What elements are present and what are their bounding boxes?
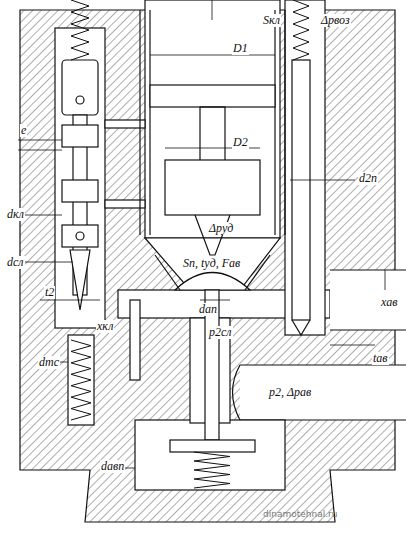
dimension-label: D1: [232, 42, 249, 55]
dimension-label: p2сл: [208, 326, 233, 339]
watermark: dinamotehnal.ru: [262, 508, 338, 521]
dimension-label: dап: [198, 303, 218, 316]
dimension-label: D2: [232, 136, 249, 149]
dimension-label: d2п: [358, 172, 378, 185]
dimension-label: e: [20, 124, 27, 137]
dimension-label: Sкл: [262, 14, 281, 27]
dimension-label: t2: [44, 286, 55, 299]
spring: [71, 340, 91, 420]
dimension-label: Sп, tуд, Fав: [182, 257, 241, 270]
dimension-label: dавп: [100, 460, 125, 473]
spring: [194, 452, 230, 488]
dimension-label: xкл: [96, 320, 114, 333]
dimension-label: xав: [380, 296, 399, 309]
spring: [71, 0, 89, 60]
dimension-label: dтс: [38, 356, 60, 369]
spring: [293, 0, 309, 60]
dimension-label: p2, Δpав: [268, 386, 312, 399]
dimension-label: tав: [372, 352, 389, 365]
dimension-label: dсл: [6, 256, 25, 269]
dimension-label: Δpвоз: [320, 14, 351, 27]
dimension-label: Δpуд: [208, 222, 234, 235]
dimension-label: dкл: [6, 208, 25, 221]
